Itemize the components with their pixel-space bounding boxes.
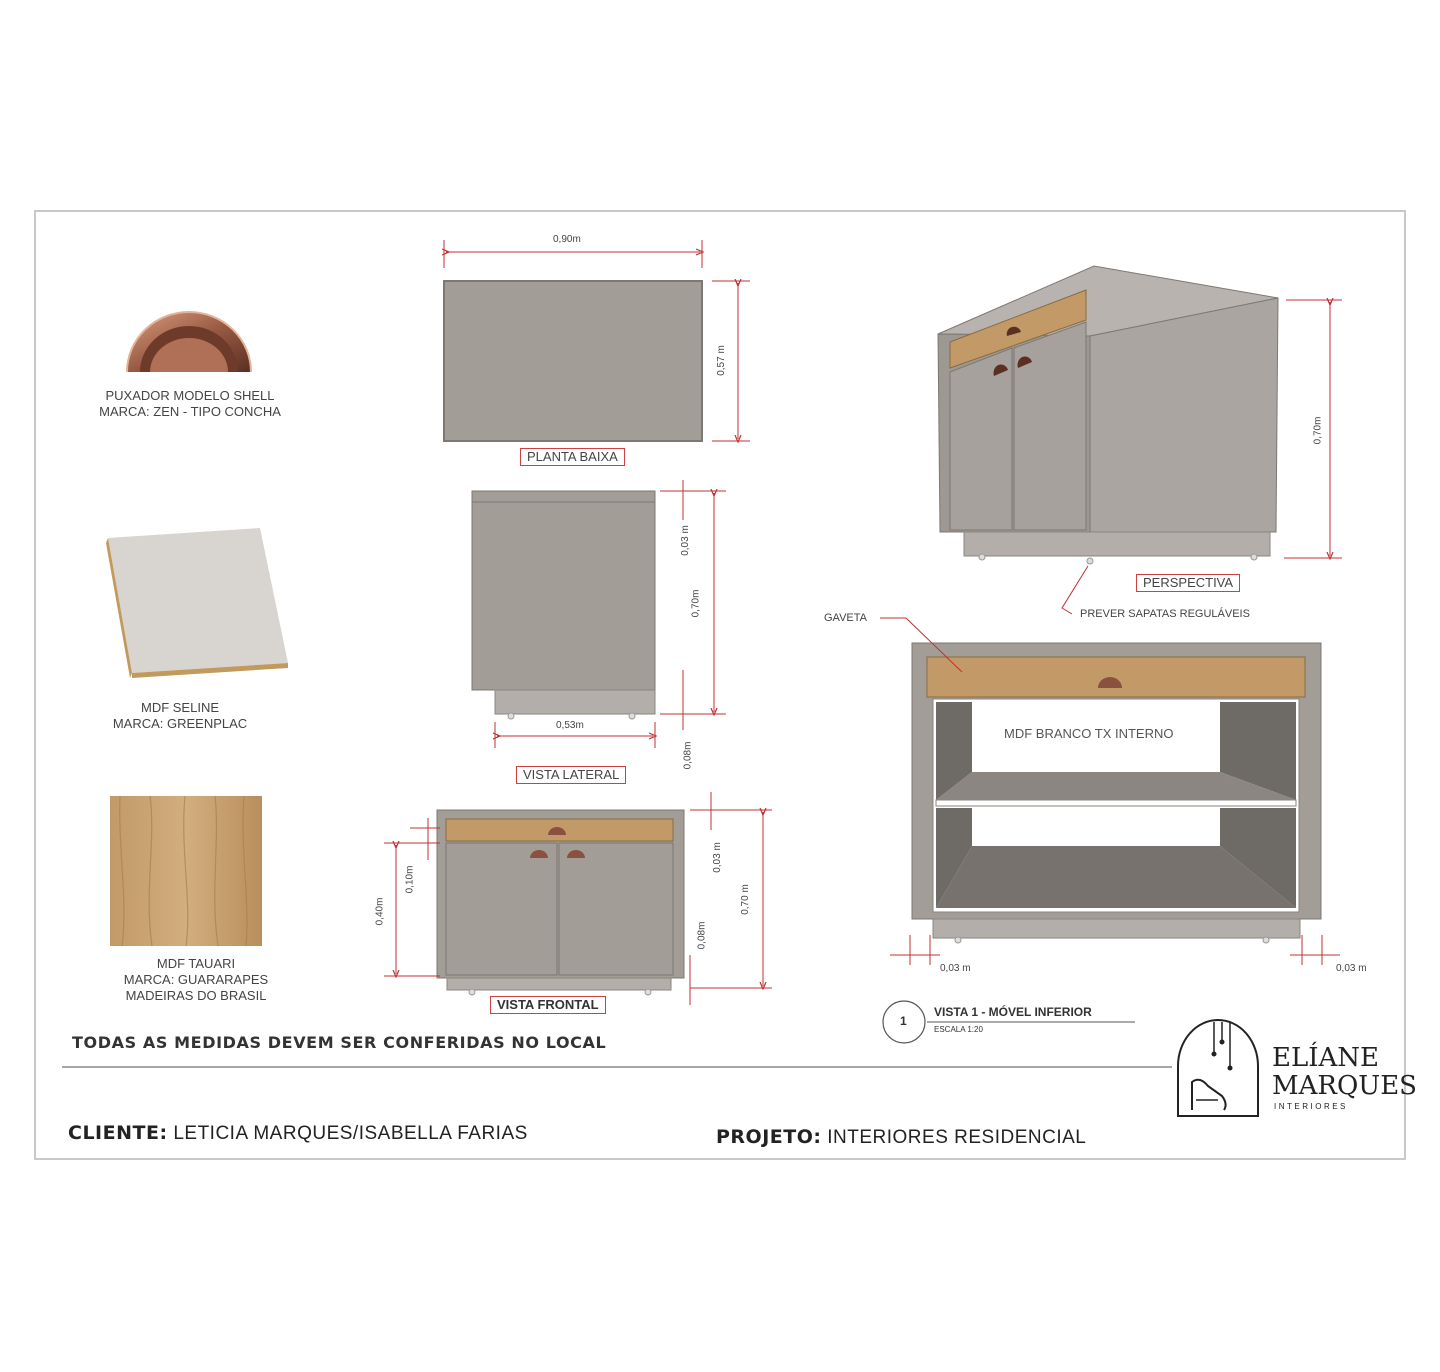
mdf-tauari-brand: MARCA: GUARARAPES	[123, 972, 269, 987]
plan-depth-dim: 0,57 m	[715, 345, 727, 376]
mdf-seline-sample	[106, 528, 288, 678]
mdf-seline-name: MDF SELINE	[140, 700, 219, 715]
handle-brand: MARCA: ZEN - TIPO CONCHA	[99, 404, 281, 419]
gaveta-label: GAVETA	[824, 612, 867, 624]
int-left-dim: 0,03 m	[940, 963, 971, 974]
mdf-tauari-name: MDF TAUARI	[156, 956, 236, 971]
view-scale: ESCALA 1:20	[934, 1025, 983, 1034]
lat-top-dim: 0,03 m	[679, 525, 691, 556]
vista-lateral-tag: VISTA LATERAL	[516, 766, 627, 784]
fr-doors-dim: 0,40m	[374, 897, 386, 926]
vista-frontal-tag: VISTA FRONTAL	[490, 996, 606, 1014]
logo-subtitle: INTERIORES	[1274, 1102, 1348, 1111]
planta-baixa-drawing	[444, 240, 750, 441]
view-number: 1	[900, 1014, 907, 1028]
project-label: PROJETO:	[716, 1126, 822, 1148]
perspectiva-tag: PERSPECTIVA	[1136, 574, 1241, 592]
client-value: LETICIA MARQUES/ISABELLA FARIAS	[173, 1123, 528, 1144]
mdf-seline-label: MDF SELINE MARCA: GREENPLAC	[70, 700, 290, 732]
fr-height-dim: 0,70 m	[739, 884, 751, 915]
lat-depth-dim: 0,53m	[556, 720, 584, 731]
persp-height-dim: 0,70m	[1312, 416, 1324, 445]
mdf-tauari-label: MDF TAUARI MARCA: GUARARAPES MADEIRAS DO…	[76, 956, 316, 1004]
project-value: INTERIORES RESIDENCIAL	[827, 1127, 1087, 1148]
fr-top-dim: 0,03 m	[711, 842, 723, 873]
lat-height-dim: 0,70m	[690, 589, 702, 618]
view-title: VISTA 1 - MÓVEL INFERIOR	[934, 1005, 1092, 1019]
logo-name-last: MARQUES	[1272, 1071, 1417, 1101]
fr-base-dim: 0,08m	[696, 921, 708, 950]
project-field: PROJETO: INTERIORES RESIDENCIAL	[716, 1126, 1086, 1149]
logo-mark	[1177, 1019, 1259, 1117]
vista-lateral-drawing	[471, 480, 726, 748]
mdf-seline-brand: MARCA: GREENPLAC	[112, 716, 248, 731]
plan-width-dim: 0,90m	[553, 234, 581, 245]
vista-frontal-drawing	[384, 792, 772, 1005]
fr-drawer-dim: 0,10m	[404, 865, 416, 894]
client-label: CLIENTE:	[68, 1122, 168, 1144]
client-field: CLIENTE: LETICIA MARQUES/ISABELLA FARIAS	[68, 1122, 528, 1145]
shell-handle-sample	[126, 311, 252, 373]
vista-interna-drawing	[880, 617, 1340, 1044]
mdf-tauari-origin: MADEIRAS DO BRASIL	[125, 988, 267, 1003]
site-check-note: TODAS AS MEDIDAS DEVEM SER CONFERIDAS NO…	[72, 1033, 607, 1052]
handle-model: PUXADOR MODELO SHELL	[105, 388, 275, 403]
handle-label: PUXADOR MODELO SHELL MARCA: ZEN - TIPO C…	[70, 388, 310, 420]
perspectiva-drawing	[937, 265, 1342, 615]
int-right-dim: 0,03 m	[1336, 963, 1367, 974]
sapatas-note: PREVER SAPATAS REGULÁVEIS	[1080, 608, 1250, 620]
planta-baixa-tag: PLANTA BAIXA	[520, 448, 625, 466]
interno-label: MDF BRANCO TX INTERNO	[1004, 726, 1174, 741]
lat-base-dim: 0,08m	[682, 741, 694, 770]
mdf-tauari-sample	[110, 795, 262, 947]
logo-name-first: ELÍANE	[1272, 1043, 1380, 1073]
